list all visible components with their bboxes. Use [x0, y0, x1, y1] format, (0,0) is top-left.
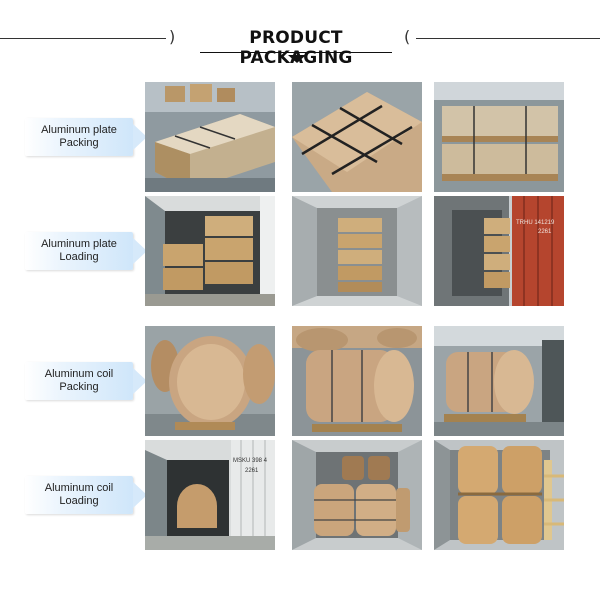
section-header: ) PRODUCT PACKAGING ( — [0, 0, 600, 70]
photo-coil-packing-1 — [145, 326, 275, 436]
chevron-down-icon — [288, 55, 306, 63]
header-bracket-right: ( — [404, 27, 411, 46]
photo-plate-loading-1 — [145, 196, 275, 306]
photo-coil-loading-1: MSKU 398 4 2261 — [145, 440, 275, 550]
photo-coil-loading-3 — [434, 440, 564, 550]
row-label-plate-packing: Aluminum plate Packing — [25, 118, 147, 156]
container-code: TRHU 141219 — [516, 220, 555, 226]
photo-plate-loading-3: TRHU 141219 2261 — [434, 196, 564, 306]
header-rule-right — [416, 38, 600, 39]
title-underline — [200, 52, 392, 53]
photo-plate-packing-2 — [292, 82, 422, 192]
container-code-2-sub: 2261 — [245, 468, 259, 474]
photo-coil-packing-3 — [434, 326, 564, 436]
photo-plate-packing-3 — [434, 82, 564, 192]
container-code-2: MSKU 398 4 — [233, 458, 268, 464]
row-label-coil-loading: Aluminum coil Loading — [25, 476, 147, 514]
row-label-coil-packing: Aluminum coil Packing — [25, 362, 147, 400]
photo-plate-loading-2 — [292, 196, 422, 306]
header-rule-left — [0, 38, 166, 39]
photo-coil-loading-2 — [292, 440, 422, 550]
photo-coil-packing-2 — [292, 326, 422, 436]
row-label-plate-loading: Aluminum plate Loading — [25, 232, 147, 270]
container-code-sub: 2261 — [538, 229, 552, 235]
header-bracket-left: ) — [169, 27, 176, 46]
photo-plate-packing-1 — [145, 82, 275, 192]
